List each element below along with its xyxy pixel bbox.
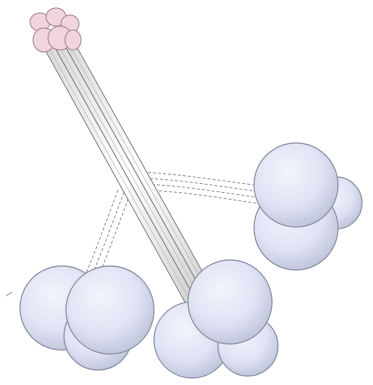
globe-lobe — [188, 260, 272, 344]
stray-mark — [6, 292, 12, 296]
right-globular-head — [254, 143, 362, 270]
rod-cap — [30, 8, 81, 52]
globe-lobe — [66, 266, 154, 354]
globe-lobe — [254, 143, 338, 227]
left-globular-head — [20, 266, 154, 370]
